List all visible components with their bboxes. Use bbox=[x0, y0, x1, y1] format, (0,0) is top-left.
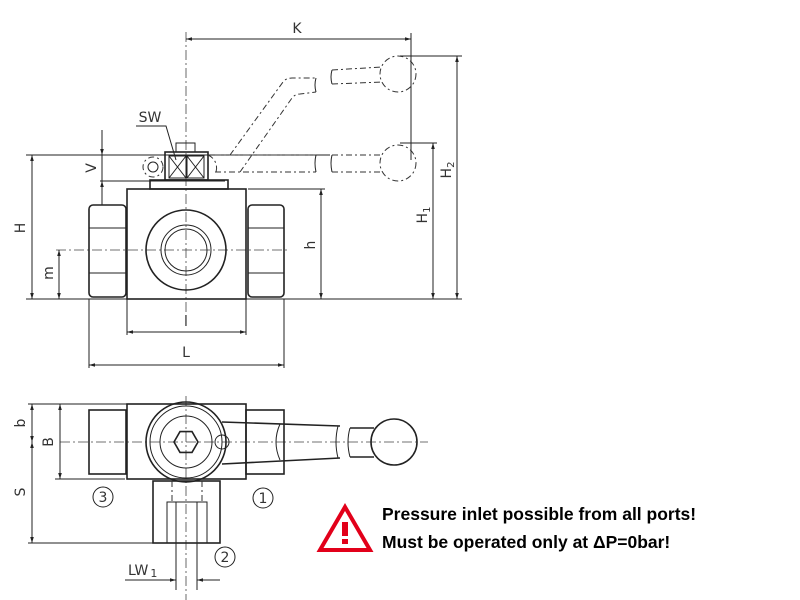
port-right bbox=[247, 204, 285, 298]
handle-ball bbox=[370, 418, 418, 466]
valve-body bbox=[126, 188, 247, 300]
dim-SW: SW bbox=[139, 110, 162, 126]
warning-line-2: Must be operated only at ΔP=0bar! bbox=[382, 532, 671, 552]
dim-K: K bbox=[292, 21, 302, 37]
dim-H: H bbox=[13, 223, 29, 234]
port-1-label: 1 bbox=[259, 491, 268, 507]
warning-text: Pressure inlet possible from all ports! … bbox=[382, 500, 696, 556]
dim-h: h bbox=[303, 241, 319, 250]
dim-H1: H1 bbox=[415, 207, 433, 224]
dim-b: b bbox=[13, 418, 29, 427]
dim-L: L bbox=[182, 345, 190, 361]
port-left bbox=[88, 204, 127, 298]
front-view: K SW H V m h H1 H2 l L bbox=[13, 21, 462, 368]
warning-triangle-icon bbox=[316, 503, 374, 552]
dim-V: V bbox=[84, 163, 100, 173]
handle-ball-lower bbox=[379, 144, 417, 182]
dim-l: l bbox=[184, 314, 188, 330]
dim-B: B bbox=[41, 437, 57, 447]
port-3-label: 3 bbox=[99, 490, 108, 506]
dim-S: S bbox=[13, 487, 29, 496]
dim-m: m bbox=[41, 266, 57, 280]
handle-ball-upper bbox=[379, 55, 417, 93]
dim-H2: H2 bbox=[439, 162, 457, 179]
warning-line-1: Pressure inlet possible from all ports! bbox=[382, 504, 697, 524]
port-2-label: 2 bbox=[221, 550, 230, 566]
